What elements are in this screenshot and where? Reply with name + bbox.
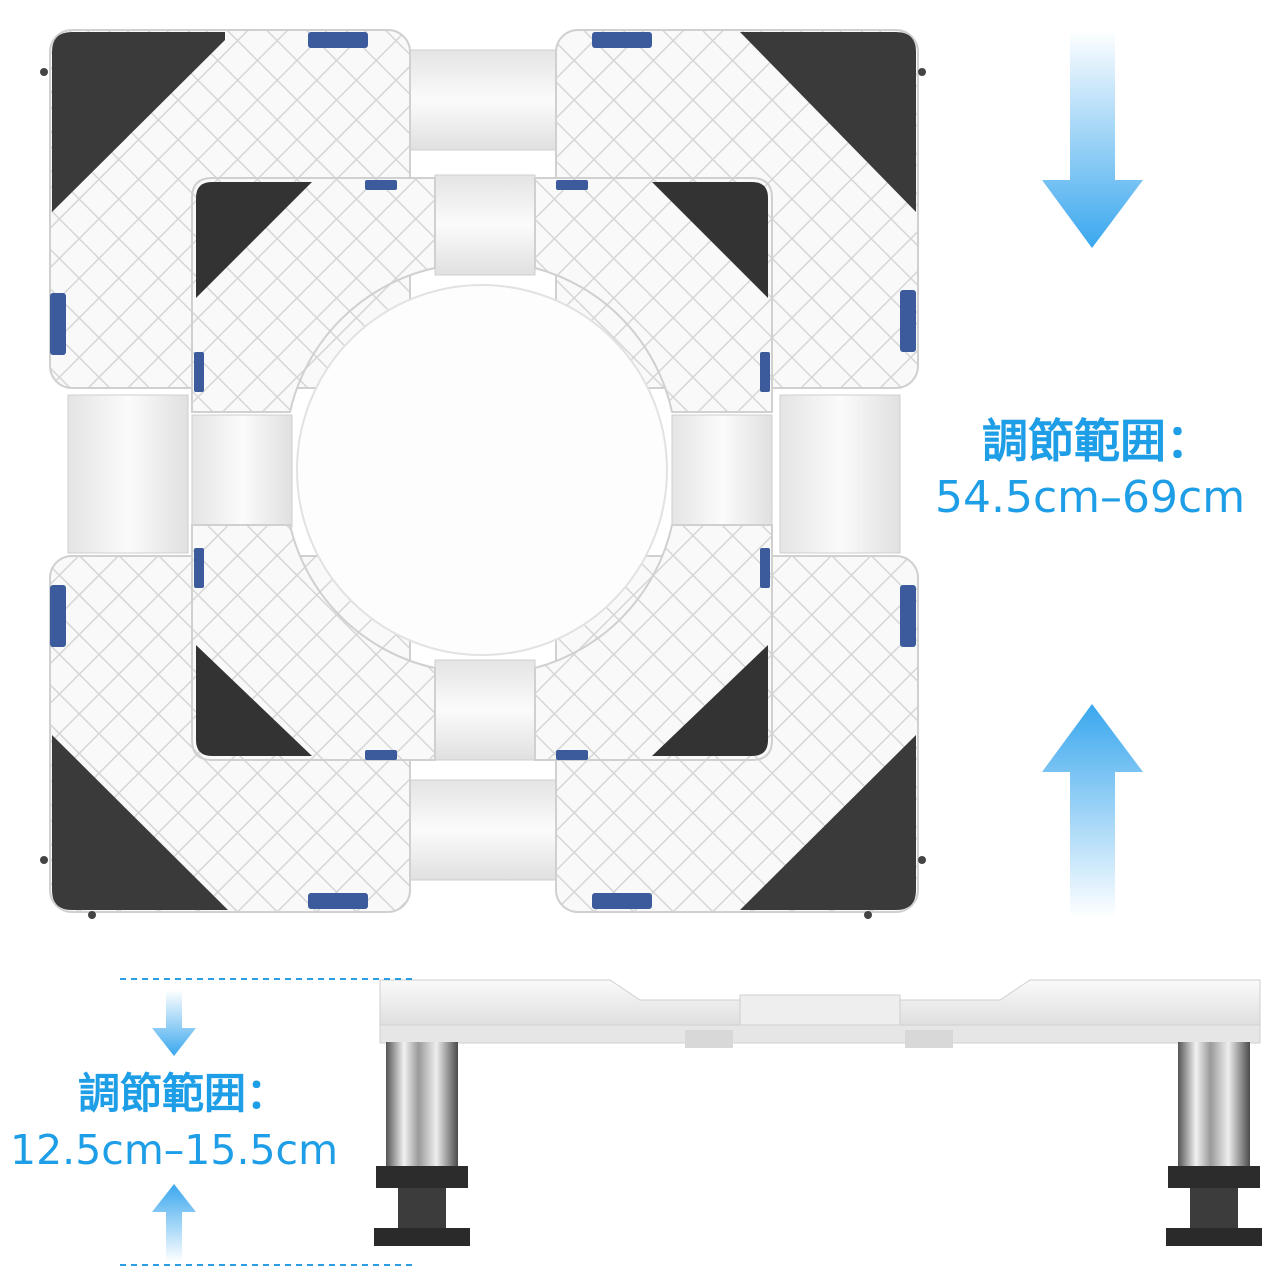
arrow-up-icon bbox=[152, 1184, 196, 1262]
rubber-pad-icon bbox=[740, 735, 916, 910]
rubber-pad-icon bbox=[196, 645, 312, 756]
arrow-down-icon bbox=[152, 990, 196, 1056]
foot-dots bbox=[40, 68, 926, 919]
rubber-pad-icon bbox=[652, 645, 768, 756]
rubber-pad-icon bbox=[652, 182, 768, 298]
height-range-value: 12.5cm–15.5cm bbox=[10, 1126, 339, 1174]
arrow-up-icon bbox=[1042, 704, 1143, 918]
stand-top-view bbox=[40, 29, 926, 919]
inner-plates bbox=[191, 177, 773, 761]
center-opening bbox=[296, 284, 668, 656]
rubber-pad-icon bbox=[196, 182, 312, 298]
inner-rails bbox=[191, 174, 773, 761]
arrow-down-icon bbox=[1042, 30, 1143, 248]
rubber-pad-icon bbox=[740, 32, 916, 212]
height-range-label: 調節範囲： bbox=[78, 1069, 289, 1118]
height-guide-lines bbox=[120, 978, 415, 1266]
stand-side-view bbox=[374, 979, 1262, 1246]
width-range-label: 調節範囲： bbox=[982, 414, 1212, 468]
bubble-level-icon bbox=[50, 32, 916, 909]
outer-rails bbox=[67, 49, 901, 881]
rubber-pad-icon bbox=[52, 735, 228, 910]
rubber-pad-icon bbox=[52, 32, 225, 212]
width-range-value: 54.5cm–69cm bbox=[935, 472, 1246, 523]
